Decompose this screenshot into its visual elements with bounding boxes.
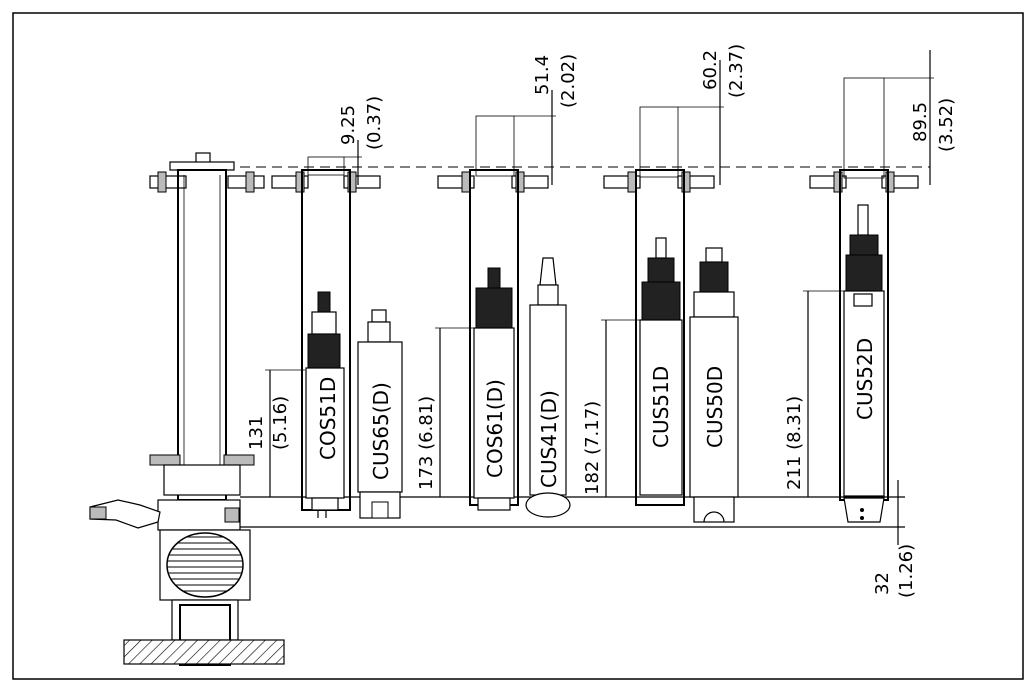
label-cus41d: CUS41(D) [537, 390, 561, 488]
dim-131-mm: 131 [246, 416, 267, 450]
dim-9-25-mm: 9.25 [338, 105, 359, 145]
dimension-lines [265, 50, 934, 545]
dim-32-in: (1.26) [896, 544, 917, 598]
holder-cos51d [271, 156, 381, 518]
dim-131-in: (5.16) [270, 396, 291, 450]
label-cus65d: CUS65(D) [369, 382, 393, 480]
dim-9-25-in: (0.37) [364, 96, 385, 150]
holder-cus52d [809, 77, 919, 523]
sensor-cus65d [357, 309, 403, 519]
assembly-housing [89, 152, 285, 666]
holder-cos61d [437, 115, 549, 511]
label-cos51d: COS51D [316, 377, 340, 460]
label-cus52d: CUS52D [853, 338, 877, 420]
sensor-cus41d [525, 257, 571, 518]
dim-60-2-mm: 60.2 [700, 50, 721, 90]
holder-cus51d [603, 106, 715, 506]
dim-89-5-in: (3.52) [936, 98, 957, 152]
dim-173: 173 (6.81) [416, 396, 437, 490]
label-cus50d: CUS50D [703, 366, 727, 448]
drawing-border [12, 12, 1024, 680]
dim-182: 182 (7.17) [582, 401, 603, 495]
dim-211: 211 (8.31) [784, 396, 805, 490]
dim-89-5-mm: 89.5 [910, 102, 931, 142]
dim-60-2-in: (2.37) [726, 44, 747, 98]
sensor-cus50d [689, 247, 739, 523]
dim-51-4-mm: 51.4 [532, 55, 553, 95]
label-cos61d: COS61(D) [483, 379, 507, 478]
dim-51-4-in: (2.02) [558, 54, 579, 108]
dim-32-mm: 32 [872, 572, 893, 595]
label-cus51d: CUS51D [649, 366, 673, 448]
